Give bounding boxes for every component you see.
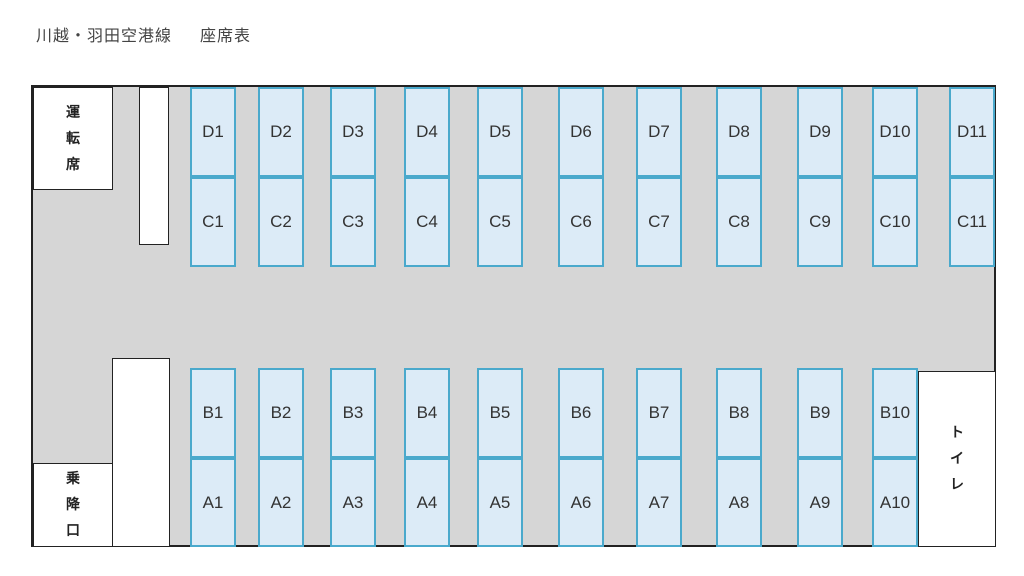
seat-c2[interactable]: C2: [258, 177, 304, 267]
seat-chart-label: 座席表: [200, 26, 252, 45]
seat-a10[interactable]: A10: [872, 458, 918, 547]
driver-seat-char: 席: [66, 156, 80, 173]
seat-d5[interactable]: D5: [477, 87, 523, 177]
seat-d11[interactable]: D11: [949, 87, 995, 177]
route-name: 川越・羽田空港線: [36, 26, 173, 45]
seat-b4[interactable]: B4: [404, 368, 450, 458]
seat-c6[interactable]: C6: [558, 177, 604, 267]
toilet: ト イ レ: [918, 371, 996, 547]
seat-a7[interactable]: A7: [636, 458, 682, 547]
seat-d3[interactable]: D3: [330, 87, 376, 177]
boarding-door-char: 口: [66, 523, 80, 539]
seat-a5[interactable]: A5: [477, 458, 523, 547]
driver-seat-char: 運: [66, 104, 80, 121]
seat-d7[interactable]: D7: [636, 87, 682, 177]
seat-c7[interactable]: C7: [636, 177, 682, 267]
seat-d2[interactable]: D2: [258, 87, 304, 177]
boarding-door-char: 降: [66, 497, 80, 513]
toilet-char: イ: [950, 451, 964, 467]
seat-a8[interactable]: A8: [716, 458, 762, 547]
seat-b8[interactable]: B8: [716, 368, 762, 458]
partition-panel: [139, 87, 169, 245]
seat-b9[interactable]: B9: [797, 368, 843, 458]
seat-b7[interactable]: B7: [636, 368, 682, 458]
seat-b2[interactable]: B2: [258, 368, 304, 458]
boarding-door: 乗 降 口: [33, 463, 113, 547]
seat-d4[interactable]: D4: [404, 87, 450, 177]
seat-d6[interactable]: D6: [558, 87, 604, 177]
seat-b1[interactable]: B1: [190, 368, 236, 458]
toilet-char: レ: [950, 477, 964, 493]
seat-b6[interactable]: B6: [558, 368, 604, 458]
seat-a4[interactable]: A4: [404, 458, 450, 547]
seat-d1[interactable]: D1: [190, 87, 236, 177]
stairwell-panel: [112, 358, 170, 547]
driver-seat: 運 転 席: [33, 87, 113, 190]
seat-d9[interactable]: D9: [797, 87, 843, 177]
seat-b10[interactable]: B10: [872, 368, 918, 458]
toilet-char: ト: [950, 425, 964, 441]
seat-c10[interactable]: C10: [872, 177, 918, 267]
seat-c4[interactable]: C4: [404, 177, 450, 267]
seat-a9[interactable]: A9: [797, 458, 843, 547]
seat-d8[interactable]: D8: [716, 87, 762, 177]
seat-b5[interactable]: B5: [477, 368, 523, 458]
page-title: 川越・羽田空港線 座席表: [36, 22, 251, 46]
seat-b3[interactable]: B3: [330, 368, 376, 458]
seat-d10[interactable]: D10: [872, 87, 918, 177]
seat-c11[interactable]: C11: [949, 177, 995, 267]
seat-c9[interactable]: C9: [797, 177, 843, 267]
boarding-door-char: 乗: [66, 471, 80, 487]
seat-a3[interactable]: A3: [330, 458, 376, 547]
seat-c5[interactable]: C5: [477, 177, 523, 267]
driver-seat-char: 転: [66, 130, 80, 147]
seat-c8[interactable]: C8: [716, 177, 762, 267]
seat-a2[interactable]: A2: [258, 458, 304, 547]
seat-a1[interactable]: A1: [190, 458, 236, 547]
seat-a6[interactable]: A6: [558, 458, 604, 547]
seat-c1[interactable]: C1: [190, 177, 236, 267]
seat-c3[interactable]: C3: [330, 177, 376, 267]
